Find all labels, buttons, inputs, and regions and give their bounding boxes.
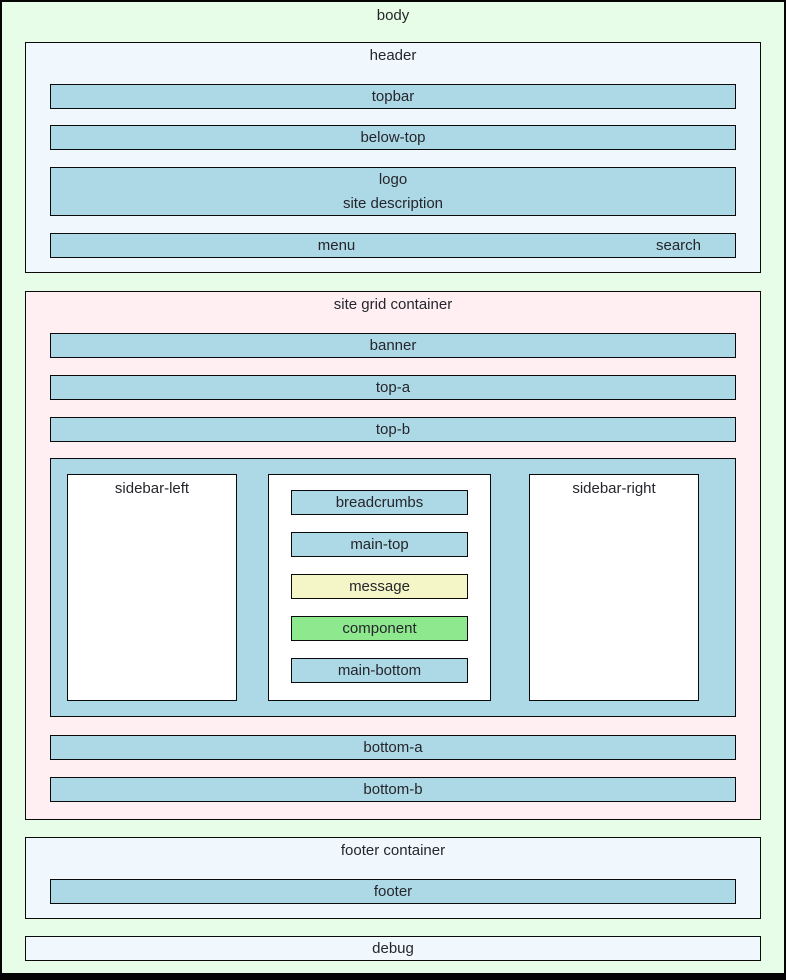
- position-search: search: [655, 237, 702, 254]
- site-grid-container-block: site grid container banner top-a top-b s…: [25, 291, 761, 820]
- sidebar-right-label: sidebar-right: [572, 480, 656, 497]
- header-label: header: [369, 47, 417, 64]
- position-below-top: below-top: [50, 125, 736, 150]
- position-bottom-a: bottom-a: [50, 735, 736, 760]
- position-topbar: topbar: [50, 84, 736, 109]
- footer-container-block: footer container footer: [25, 837, 761, 919]
- logo-label: logo: [378, 170, 408, 188]
- position-top-a: top-a: [50, 375, 736, 400]
- position-component: component: [291, 616, 468, 641]
- position-top-b: top-b: [50, 417, 736, 442]
- main-content-block: breadcrumbs main-top message component m…: [268, 474, 491, 701]
- position-main-bottom: main-bottom: [291, 658, 468, 683]
- position-breadcrumbs: breadcrumbs: [291, 490, 468, 515]
- position-menu-search: menu search: [50, 233, 736, 258]
- position-logo: logo site description: [50, 167, 736, 216]
- position-bottom-b: bottom-b: [50, 777, 736, 802]
- body-label: body: [376, 7, 410, 24]
- site-description-label: site description: [342, 194, 444, 212]
- position-menu: menu: [317, 237, 356, 254]
- header-block: header topbar below-top logo site descri…: [25, 42, 761, 273]
- main-columns-block: sidebar-left breadcrumbs main-top messag…: [50, 458, 736, 717]
- footer-container-label: footer container: [340, 842, 446, 859]
- position-debug: debug: [25, 936, 761, 961]
- position-sidebar-right: sidebar-right: [529, 474, 699, 701]
- position-footer: footer: [50, 879, 736, 904]
- position-main-top: main-top: [291, 532, 468, 557]
- sidebar-left-label: sidebar-left: [114, 480, 190, 497]
- position-banner: banner: [50, 333, 736, 358]
- position-message: message: [291, 574, 468, 599]
- position-sidebar-left: sidebar-left: [67, 474, 237, 701]
- site-grid-container-label: site grid container: [333, 296, 453, 313]
